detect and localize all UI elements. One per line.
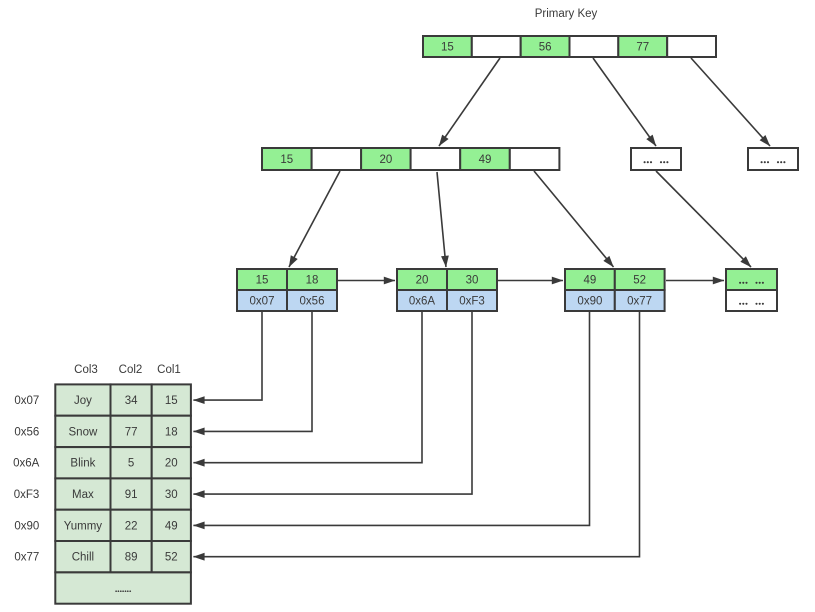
svg-text:56: 56 xyxy=(539,42,552,54)
svg-text:Joy: Joy xyxy=(74,395,92,407)
svg-text:0x56: 0x56 xyxy=(14,426,39,438)
svg-text:18: 18 xyxy=(165,426,178,438)
svg-text:15: 15 xyxy=(165,395,178,407)
svg-text:Primary Key: Primary Key xyxy=(535,8,598,20)
svg-text:0x56: 0x56 xyxy=(300,296,325,308)
svg-text:52: 52 xyxy=(633,275,646,287)
svg-text:20: 20 xyxy=(380,154,393,166)
svg-text:Max: Max xyxy=(72,489,94,501)
svg-text:Col1: Col1 xyxy=(157,364,181,376)
svg-text:22: 22 xyxy=(125,520,138,532)
svg-text:0xF3: 0xF3 xyxy=(14,489,40,501)
svg-text:77: 77 xyxy=(636,42,649,54)
svg-text:91: 91 xyxy=(125,489,138,501)
svg-text:0x07: 0x07 xyxy=(250,296,275,308)
svg-text:Yummy: Yummy xyxy=(64,520,103,532)
svg-text:0x90: 0x90 xyxy=(577,296,602,308)
svg-text:0x90: 0x90 xyxy=(14,520,39,532)
svg-text:20: 20 xyxy=(165,458,178,470)
svg-text:5: 5 xyxy=(128,458,134,470)
svg-text:Blink: Blink xyxy=(70,458,95,470)
svg-text:30: 30 xyxy=(466,275,479,287)
svg-text:15: 15 xyxy=(441,42,454,54)
svg-text:15: 15 xyxy=(280,154,293,166)
svg-text:0x77: 0x77 xyxy=(14,552,39,564)
svg-text:34: 34 xyxy=(125,395,138,407)
svg-text:Chill: Chill xyxy=(72,552,94,564)
svg-text:30: 30 xyxy=(165,489,178,501)
svg-text:52: 52 xyxy=(165,552,178,564)
svg-text:18: 18 xyxy=(306,275,319,287)
svg-text:49: 49 xyxy=(584,275,597,287)
svg-text:49: 49 xyxy=(479,154,492,166)
svg-text:Snow: Snow xyxy=(69,426,98,438)
svg-text:15: 15 xyxy=(256,275,269,287)
svg-text:77: 77 xyxy=(125,426,138,438)
svg-text:0x77: 0x77 xyxy=(627,296,652,308)
svg-text:20: 20 xyxy=(416,275,429,287)
svg-text:0x07: 0x07 xyxy=(14,395,39,407)
svg-text:Col2: Col2 xyxy=(119,364,143,376)
svg-text:Col3: Col3 xyxy=(74,364,98,376)
svg-text:0x6A: 0x6A xyxy=(13,458,40,470)
svg-text:49: 49 xyxy=(165,520,178,532)
svg-text:0xF3: 0xF3 xyxy=(459,296,485,308)
svg-text:89: 89 xyxy=(125,552,138,564)
svg-text:0x6A: 0x6A xyxy=(409,296,436,308)
